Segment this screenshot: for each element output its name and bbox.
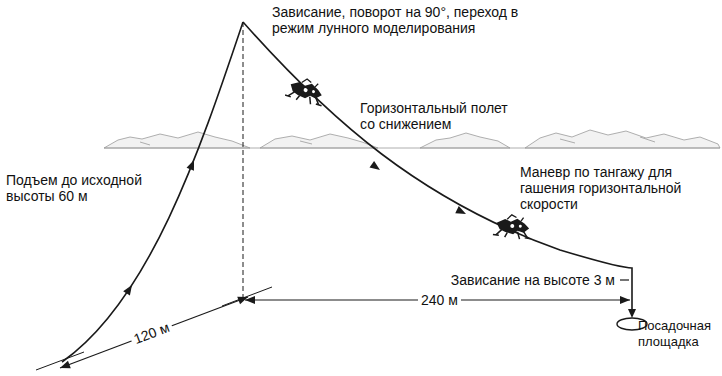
horizon-line — [104, 148, 720, 149]
arrowhead — [123, 283, 135, 296]
altitude-dashed-line — [243, 22, 244, 300]
dimension-label: 120 м — [129, 318, 175, 348]
hover-note: Зависание, поворот на 90°, переход в реж… — [272, 4, 522, 36]
hover-height-note: Зависание на высоте 3 м — [451, 272, 615, 288]
leader-line — [620, 279, 629, 280]
ascent-note: Подъем до исходной высоты 60 м — [6, 172, 156, 204]
ground-line — [36, 352, 84, 370]
horizon-mountains — [104, 130, 720, 148]
phase-note: Горизонтальный полет со снижением — [360, 100, 520, 132]
dimension-line — [60, 297, 248, 368]
arrowhead — [620, 296, 630, 304]
arrowhead — [237, 293, 249, 304]
landing-pad-label: Посадочная площадка — [638, 318, 718, 350]
ascent-path — [62, 22, 243, 362]
arrowhead — [628, 309, 636, 318]
dimension-label: 240 м — [418, 292, 461, 308]
maneuver-note: Маневр по тангажу для гашения горизонтал… — [520, 164, 716, 212]
arrowhead — [455, 206, 467, 218]
ground-line — [222, 287, 272, 306]
arrowhead — [370, 161, 383, 173]
arrowhead — [187, 159, 198, 171]
arrowhead — [59, 361, 71, 372]
